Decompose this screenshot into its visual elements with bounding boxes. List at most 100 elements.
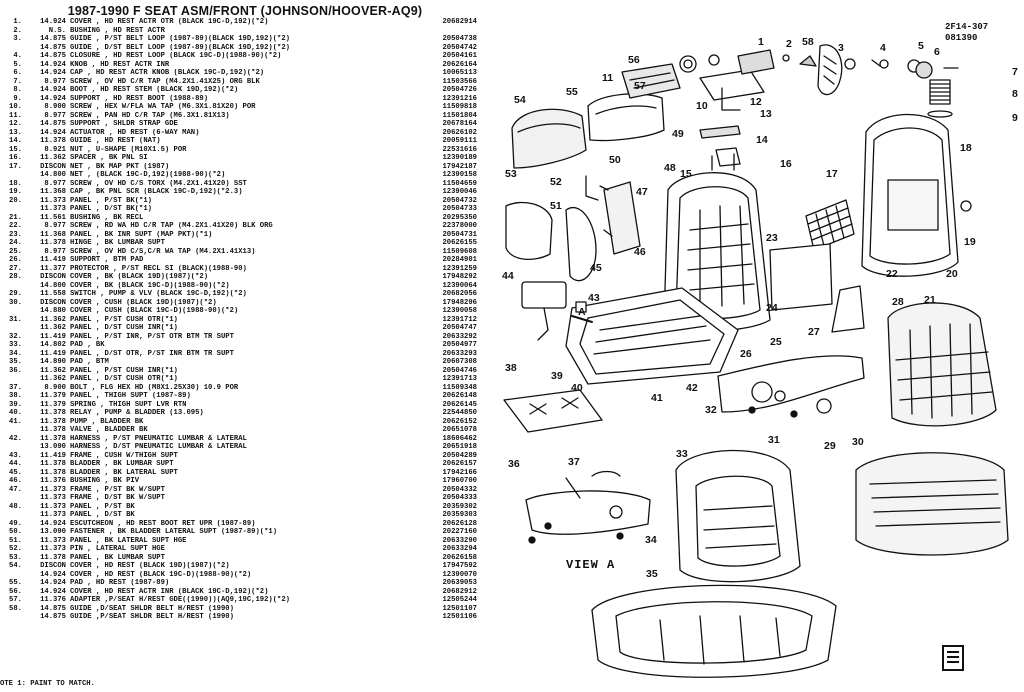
part-qty: 11.379 bbox=[40, 392, 66, 400]
part-description: NUT , U-SHAPE (M10X1.5) POR bbox=[70, 145, 187, 154]
callout-number: 2 bbox=[786, 38, 792, 50]
part-description: PANEL , P/ST BK(*1) bbox=[70, 196, 152, 205]
back-inner-panel bbox=[769, 243, 833, 311]
part-number: 12390064 bbox=[442, 281, 477, 290]
part-description: SPACER , BK PNL SI bbox=[70, 154, 148, 162]
part-qty: 8.900 bbox=[44, 383, 66, 392]
part-qty: 11.379 bbox=[40, 400, 66, 409]
part-description: GUIDE ,D/SEAT SHLDR BELT H/REST (1990) bbox=[70, 604, 234, 613]
part-description: HARNESS , P/ST PNEUMATIC LUMBAR & LATERA… bbox=[70, 434, 247, 443]
headrest-boot bbox=[929, 79, 951, 105]
part-description: SCREW , RD WA HD C/R TAP (M4.2X1.41X20) … bbox=[70, 222, 273, 230]
callout-number: 12 bbox=[750, 96, 762, 108]
callout-number: 11 bbox=[602, 72, 614, 84]
part-number: 17947592 bbox=[442, 562, 477, 570]
part-description: COVER , HD REST (BLACK 19D)(1987)(*2) bbox=[70, 562, 230, 570]
part-number: 20633293 bbox=[442, 349, 477, 358]
part-number: 20626102 bbox=[442, 128, 477, 137]
actuator-outer-cover bbox=[737, 49, 775, 75]
part-ref: 40. bbox=[9, 409, 22, 417]
callout-number: 35 bbox=[646, 568, 658, 580]
part-ref bbox=[6, 282, 22, 291]
part-number: 20626155 bbox=[442, 239, 477, 247]
part-description: GUIDE ,P/SEAT SHLDR BELT H/REST (1990) bbox=[70, 613, 234, 621]
part-qty: DISCON bbox=[40, 273, 66, 281]
part-ref: 16. bbox=[9, 154, 22, 162]
part-description: BLADDER , BK LUMBAR SUPT bbox=[70, 460, 174, 468]
part-number: 18606462 bbox=[442, 434, 477, 443]
part-ref: 4. bbox=[13, 52, 22, 60]
part-description: GUIDE , D/ST BELT LOOP (1987-89)(BLACK 1… bbox=[70, 43, 290, 52]
part-number: 20504332 bbox=[442, 485, 477, 494]
callout-number: 39 bbox=[551, 370, 563, 382]
callout-number: 18 bbox=[960, 142, 972, 154]
part-ref: 17. bbox=[9, 162, 22, 171]
part-ref bbox=[6, 307, 22, 316]
callout-number: 16 bbox=[780, 158, 792, 170]
part-ref bbox=[6, 171, 22, 180]
part-number: 20633290 bbox=[442, 536, 477, 545]
callout-number: 3 bbox=[838, 42, 844, 54]
part-number: 20504726 bbox=[442, 86, 477, 94]
part-ref: 37. bbox=[9, 383, 22, 392]
part-number: 17942166 bbox=[442, 468, 477, 477]
part-ref: 57. bbox=[9, 596, 22, 604]
part-number: 20651078 bbox=[442, 426, 477, 434]
part-number: 20504746 bbox=[442, 366, 477, 375]
part-number: 20227160 bbox=[442, 528, 477, 536]
part-ref: 56. bbox=[9, 587, 22, 596]
callout-number: 53 bbox=[505, 168, 517, 180]
part-description: PANEL , D/ST OTR, P/ST INR BTM TR SUPT bbox=[70, 349, 234, 358]
part-ref: 38. bbox=[9, 392, 22, 400]
callout-number: 5 bbox=[918, 40, 924, 52]
part-ref: 33. bbox=[9, 341, 22, 349]
part-ref: 7. bbox=[13, 77, 22, 86]
part-number: 11509348 bbox=[442, 383, 477, 392]
callout-number: 52 bbox=[550, 176, 562, 188]
part-qty: 11.378 bbox=[40, 137, 66, 145]
part-ref: 9. bbox=[13, 94, 22, 103]
part-qty: 11.378 bbox=[40, 239, 66, 247]
part-description: KNOB , HD REST ACTR INR bbox=[70, 60, 170, 69]
part-number: 17942187 bbox=[442, 162, 477, 171]
callout-number: 31 bbox=[768, 434, 780, 446]
part-description: PANEL , P/ST CUSH OTR(*1) bbox=[70, 315, 178, 324]
part-ref: 36. bbox=[9, 366, 22, 375]
part-ref: 28. bbox=[9, 273, 22, 281]
part-number: 20682914 bbox=[442, 18, 477, 26]
part-number: 20504289 bbox=[442, 451, 477, 460]
knob bbox=[679, 55, 697, 73]
part-number: 20607308 bbox=[442, 358, 477, 366]
part-number: 20626128 bbox=[442, 519, 477, 528]
callout-number: 45 bbox=[590, 262, 602, 274]
part-qty: 14.924 bbox=[40, 60, 66, 69]
part-ref: 14. bbox=[9, 137, 22, 145]
part-number: 20678164 bbox=[442, 120, 477, 128]
part-ref: 49. bbox=[9, 519, 22, 528]
part-qty: 11.373 bbox=[40, 502, 66, 511]
part-number: 20626164 bbox=[442, 60, 477, 69]
part-description: PANEL , D/ST CUSH INR(*1) bbox=[70, 324, 178, 332]
exploded-seat-diagram bbox=[503, 44, 1009, 678]
part-number: 11503566 bbox=[442, 77, 477, 86]
back-pad bbox=[675, 449, 801, 583]
part-qty: DISCON bbox=[40, 162, 66, 171]
